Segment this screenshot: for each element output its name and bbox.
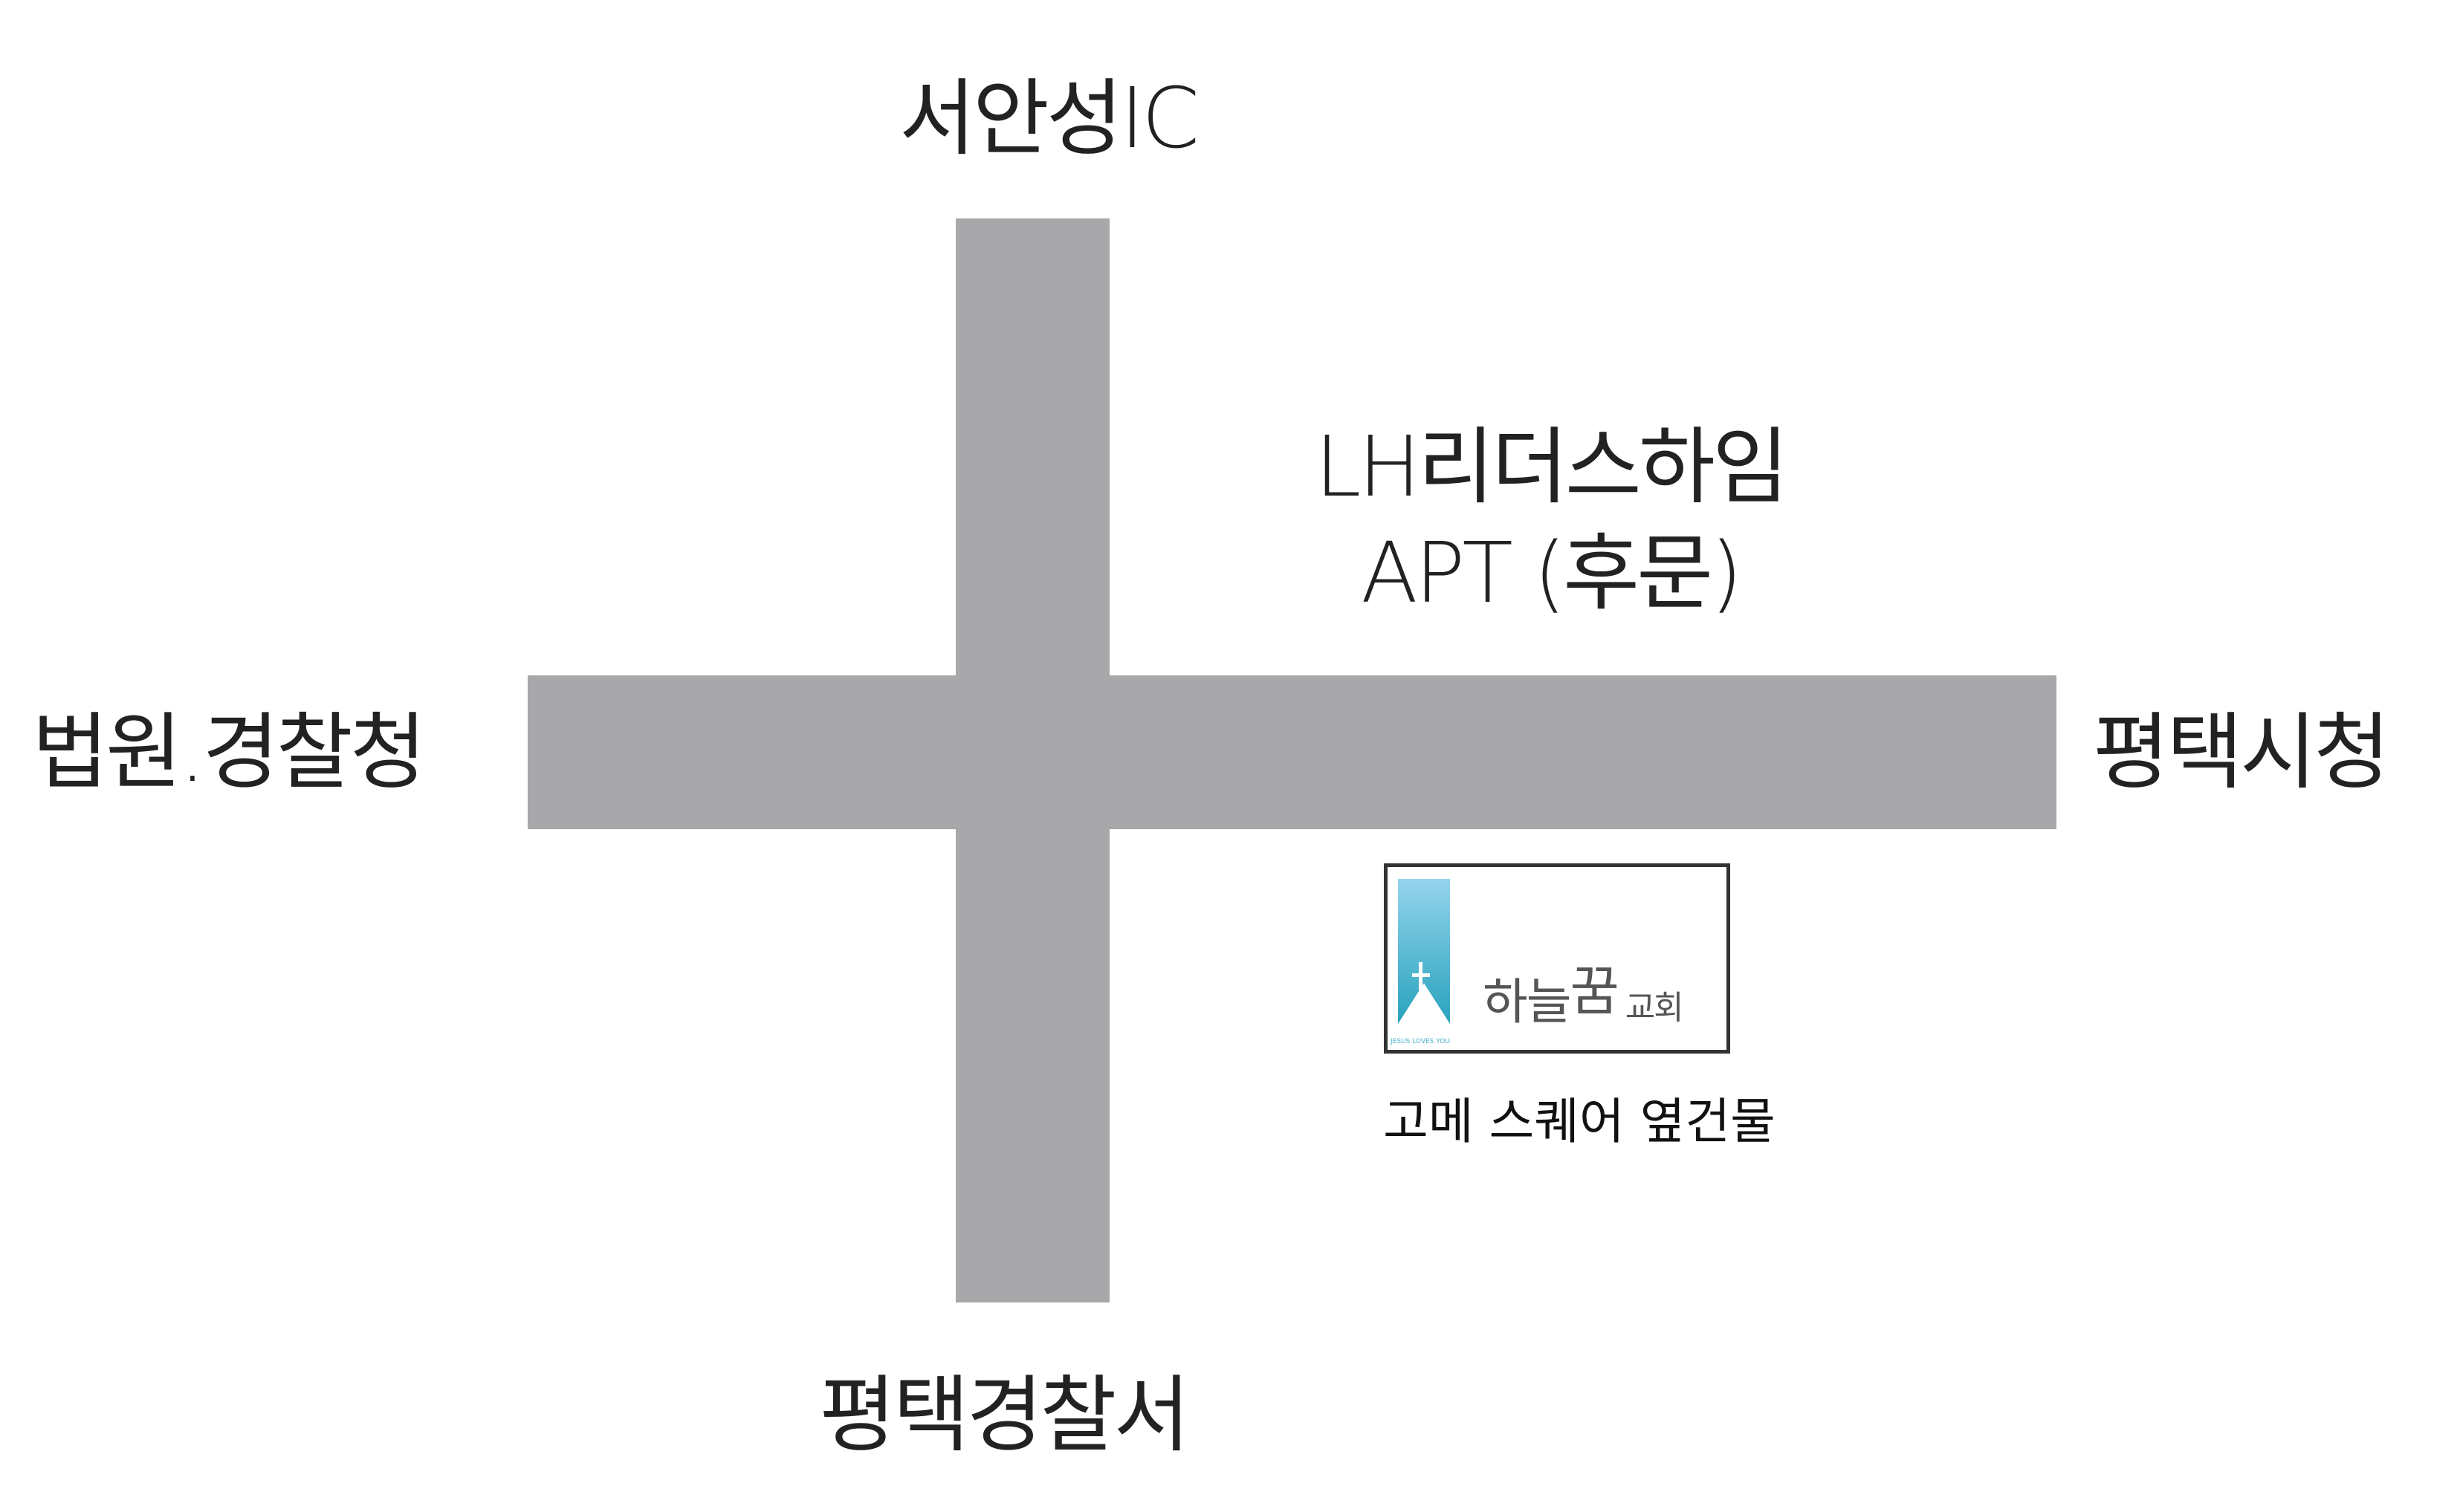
- cross-icon: [1419, 962, 1422, 1008]
- east-direction-label: 평택시청: [2093, 704, 2390, 801]
- road-horizontal: [528, 675, 2056, 829]
- logo-tagline: JESUS LOVES YOU: [1391, 1038, 1450, 1045]
- landmark-label-line2: APT (후문): [1361, 525, 1743, 622]
- church-location-caption: 고메 스퀘어 옆건물: [1383, 1093, 1776, 1150]
- landmark-label-line1: LH리더스하임: [1315, 419, 1789, 516]
- church-name-part2: 꿈: [1570, 960, 1619, 1022]
- north-direction-label: 서안성IC: [899, 71, 1200, 167]
- church-name-part1: 하늘: [1483, 973, 1571, 1031]
- west-direction-label: 법원.경찰청: [32, 704, 427, 801]
- banner-icon: [1398, 879, 1450, 1024]
- church-name-part3: 교회: [1625, 989, 1684, 1027]
- south-direction-label: 평택경찰서: [819, 1367, 1190, 1464]
- cross-icon-bar: [1412, 973, 1430, 977]
